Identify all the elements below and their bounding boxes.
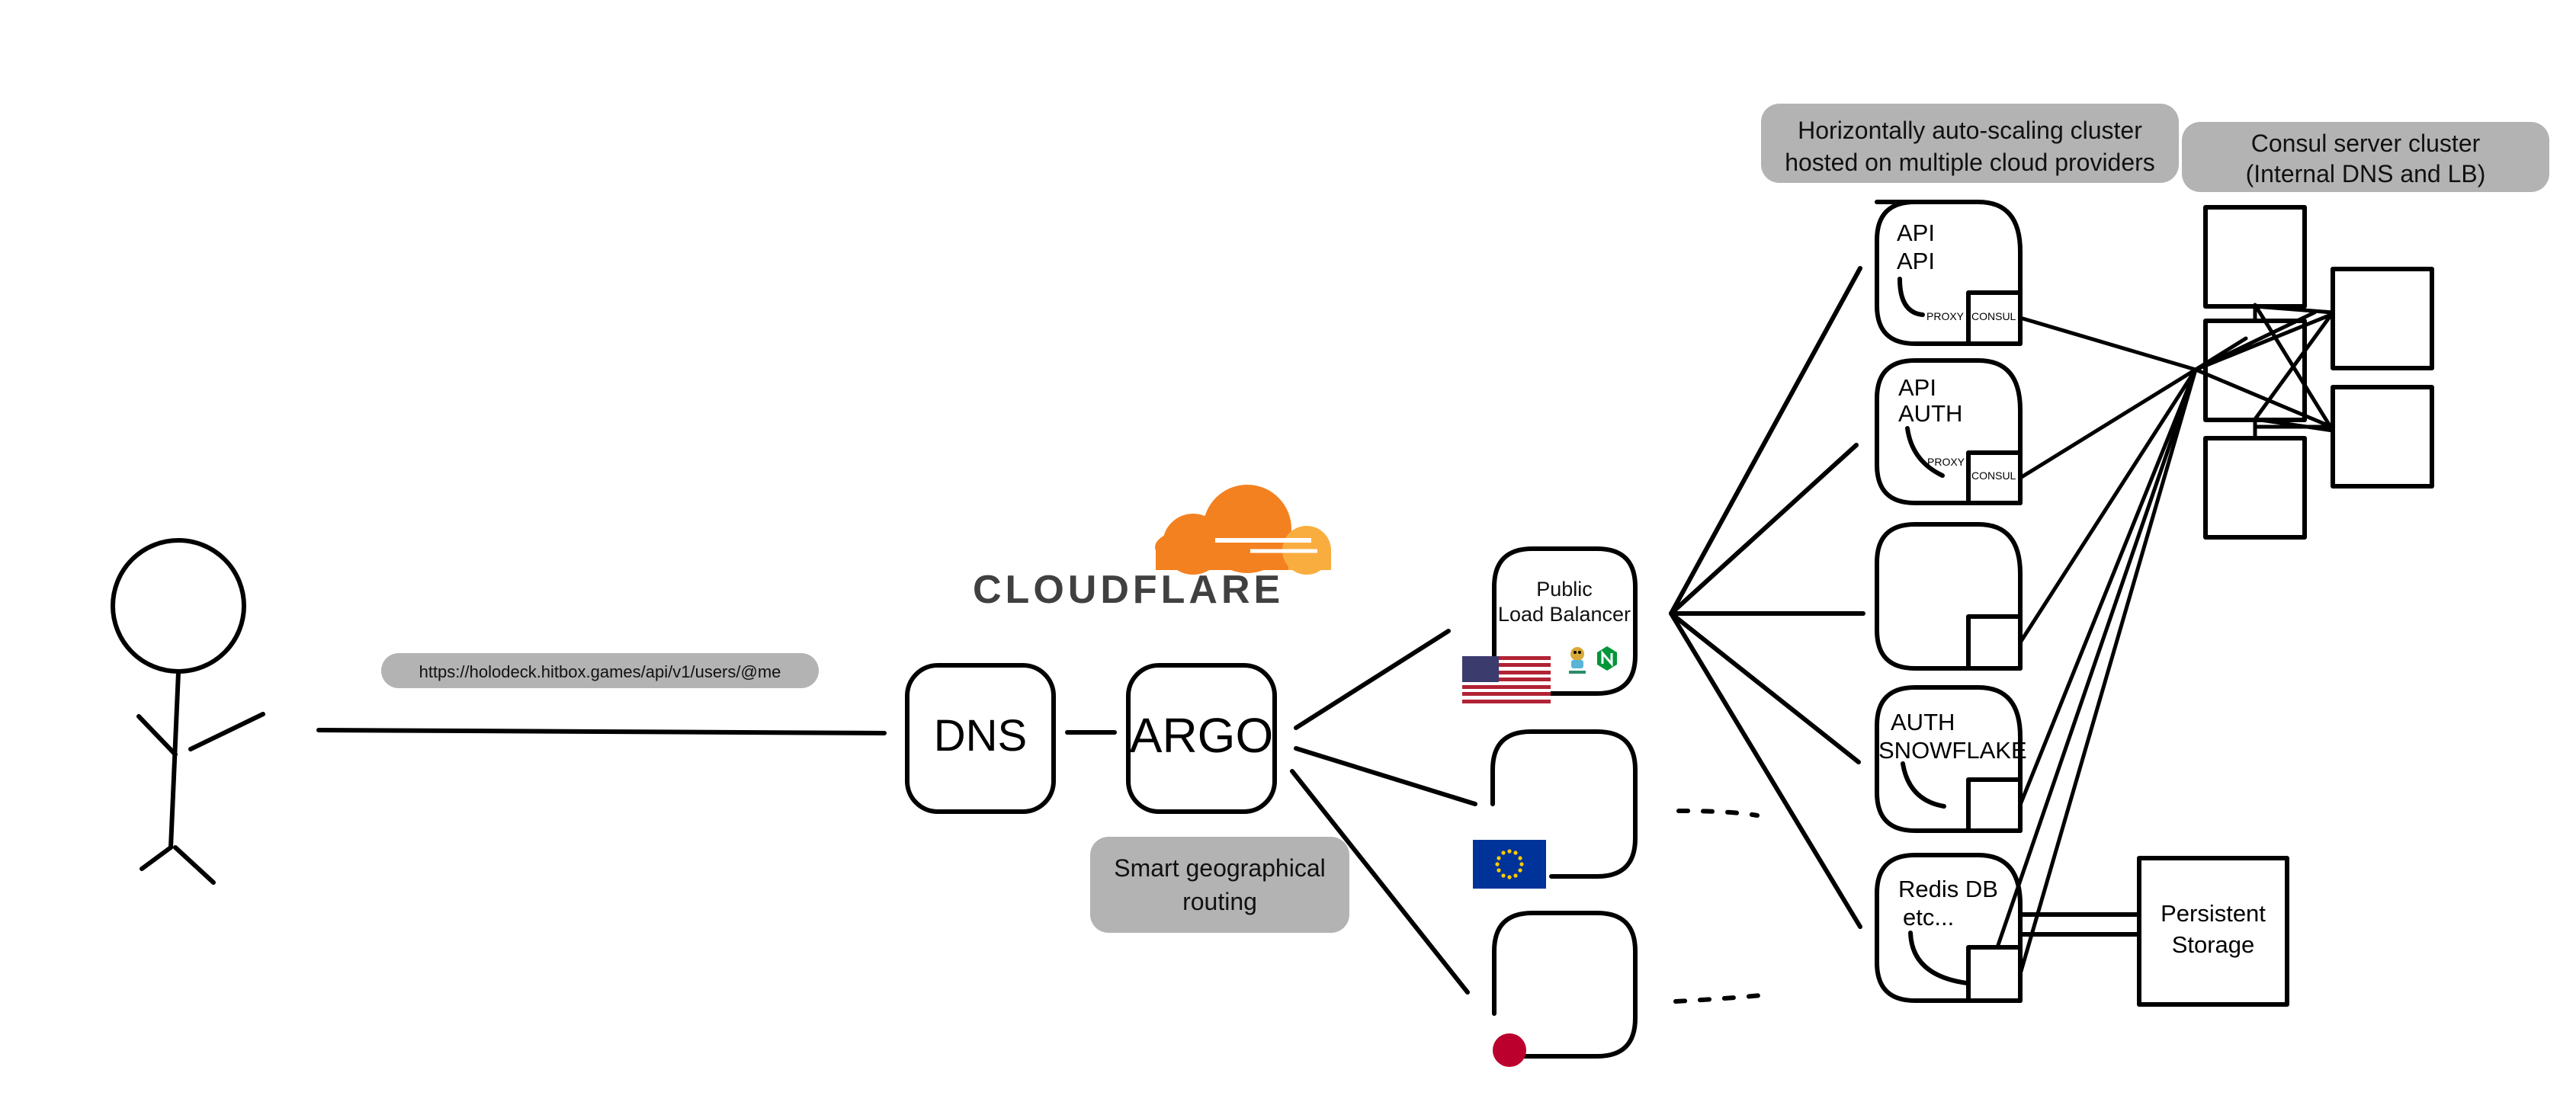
person-to-dns-connector bbox=[316, 728, 887, 735]
jp-dashed-connector bbox=[1673, 993, 1763, 1004]
consul-server-node bbox=[2331, 267, 2434, 370]
eu-flag-icon bbox=[1473, 840, 1546, 889]
consul-agent-connectors bbox=[1995, 310, 2335, 976]
argo-label: ARGO bbox=[1130, 708, 1273, 763]
us-flag-icon bbox=[1462, 656, 1551, 703]
consul-server-node bbox=[2203, 436, 2307, 540]
dns-box: DNS bbox=[905, 663, 1056, 814]
public-load-balancer-jp bbox=[1492, 911, 1638, 1067]
url-label: https://holodeck.hitbox.games/api/v1/use… bbox=[381, 653, 819, 688]
public-load-balancer-us: Public Load Balancer bbox=[1462, 546, 1638, 703]
storage-line-1: Persistent bbox=[2161, 900, 2266, 927]
node-api-proxy-label: PROXY bbox=[1926, 310, 1965, 322]
url-text: https://holodeck.hitbox.games/api/v1/use… bbox=[419, 662, 781, 681]
eu-dashed-connector bbox=[1676, 809, 1760, 818]
geo-routing-line-1: Smart geographical bbox=[1114, 854, 1325, 882]
consul-server-cluster bbox=[2203, 205, 2434, 540]
japan-flag-icon bbox=[1493, 1033, 1526, 1067]
node-snowflake-line-1: AUTH bbox=[1891, 709, 1955, 735]
persistent-storage: Persistent Storage bbox=[2137, 856, 2289, 1007]
cluster-node-api: API API PROXY CONSUL bbox=[1875, 199, 2023, 346]
consul-server-node bbox=[2331, 385, 2434, 489]
consul-caption-line-2: (Internal DNS and LB) bbox=[2246, 160, 2486, 187]
nginx-icon bbox=[1597, 646, 1617, 671]
node-auth-proxy-label: PROXY bbox=[1927, 456, 1965, 468]
cluster-node-generic bbox=[1875, 522, 2023, 671]
geo-routing-caption: Smart geographical routing bbox=[1090, 837, 1349, 933]
node-snowflake-line-2: SNOWFLAKE bbox=[1878, 737, 2027, 764]
consul-caption-line-1: Consul server cluster bbox=[2251, 130, 2481, 157]
dns-label: DNS bbox=[934, 711, 1027, 761]
geo-routing-line-2: routing bbox=[1182, 888, 1257, 915]
public-load-balancer-eu bbox=[1473, 729, 1638, 889]
node-api-line-2: API bbox=[1897, 248, 1935, 274]
load-balancer-fanout-connectors bbox=[1669, 266, 1865, 929]
person-icon bbox=[111, 538, 265, 885]
node-redis-line-1: Redis DB bbox=[1898, 876, 1998, 902]
storage-line-2: Storage bbox=[2172, 931, 2255, 958]
argo-routing-connectors bbox=[1290, 629, 1477, 995]
haproxy-icon bbox=[1569, 647, 1586, 674]
node-redis-line-2: etc... bbox=[1903, 904, 1954, 931]
node-auth-line-1: API bbox=[1898, 374, 1936, 401]
node-api-line-1: API bbox=[1897, 219, 1935, 246]
cluster-node-redis: Redis DB etc... bbox=[1875, 853, 2023, 1003]
cluster-caption-line-1: Horizontally auto-scaling cluster bbox=[1798, 117, 2142, 144]
cloudflare-logo: CLOUDFLARE bbox=[973, 485, 1331, 612]
cluster-node-auth: API AUTH PROXY CONSUL bbox=[1875, 358, 2023, 505]
cluster-caption: Horizontally auto-scaling cluster hosted… bbox=[1761, 104, 2179, 183]
cluster-caption-line-2: hosted on multiple cloud providers bbox=[1785, 149, 2155, 176]
node-auth-consul-label: CONSUL bbox=[1971, 469, 2016, 482]
cloudflare-cloud-icon bbox=[1155, 485, 1331, 575]
argo-box: ARGO bbox=[1126, 663, 1277, 814]
redis-to-storage-connectors bbox=[2018, 912, 2141, 937]
consul-server-node bbox=[2203, 205, 2307, 309]
cloudflare-wordmark: CLOUDFLARE bbox=[973, 568, 1284, 612]
load-balancer-line-1: Public bbox=[1536, 578, 1593, 601]
consul-caption: Consul server cluster (Internal DNS and … bbox=[2182, 122, 2549, 192]
cluster-node-snowflake: AUTH SNOWFLAKE bbox=[1875, 685, 2027, 833]
node-auth-line-2: AUTH bbox=[1898, 400, 1962, 427]
node-api-consul-label: CONSUL bbox=[1971, 310, 2016, 322]
load-balancer-line-2: Load Balancer bbox=[1498, 603, 1631, 626]
consul-server-node bbox=[2203, 319, 2307, 422]
